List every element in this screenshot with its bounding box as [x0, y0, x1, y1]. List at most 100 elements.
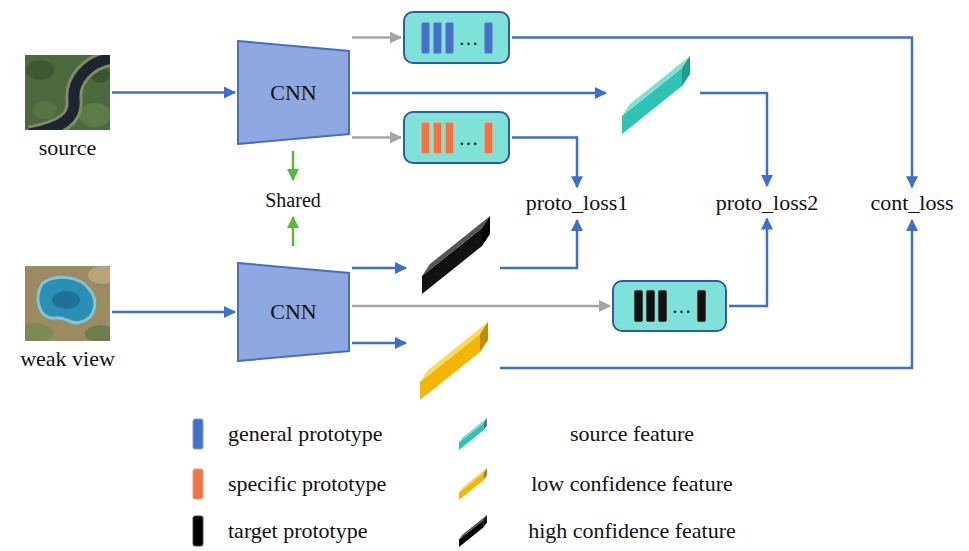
legend-label: source feature — [570, 421, 694, 446]
terrain-patch — [25, 323, 53, 341]
prototype-box: … — [403, 11, 510, 64]
prism-face — [484, 515, 487, 527]
legend-prism-swatch — [458, 467, 488, 501]
node-label: proto_loss1 — [526, 190, 629, 215]
node-label: weak view — [20, 346, 115, 371]
connector-arrow — [512, 38, 912, 188]
prototype-bar — [433, 122, 442, 154]
prototype-bar — [484, 22, 493, 54]
forest-patch — [79, 103, 110, 127]
node-label: CNN — [270, 299, 316, 324]
node-label: CNN — [270, 80, 316, 105]
legend-bar-swatch — [190, 418, 206, 450]
connector-arrow — [352, 136, 401, 139]
swatch-prism — [459, 418, 487, 450]
forest-patch — [33, 101, 57, 119]
cnn-outline — [238, 263, 349, 361]
bar-face — [480, 322, 488, 352]
prototype-box: … — [403, 111, 510, 164]
feature-arrow — [352, 92, 606, 95]
high-confidence-feature-bar — [422, 216, 490, 294]
node-label: … — [672, 296, 692, 316]
image-node: weak view — [20, 266, 115, 371]
cnn-block: CNN — [237, 262, 350, 362]
prototype-bar — [634, 290, 643, 322]
image-frame — [25, 55, 110, 130]
node-label: cont_loss — [870, 190, 953, 215]
terrain-patch — [85, 325, 110, 341]
prototype-bar — [433, 22, 442, 54]
loss-label: cont_loss — [870, 190, 953, 215]
connector-arrow — [352, 305, 610, 308]
prototype-bar — [421, 122, 430, 154]
prototype-bar — [445, 22, 454, 54]
shared-arrow — [292, 217, 295, 246]
lake-depth — [52, 291, 80, 309]
forest-patch — [26, 60, 54, 80]
image-frame — [25, 266, 110, 341]
prism-face — [459, 468, 487, 493]
prototype-box: … — [612, 280, 727, 332]
prototype-bar — [421, 22, 430, 54]
legend-prism-swatch — [458, 417, 488, 451]
node-label: source — [25, 135, 110, 160]
legend-label: low confidence feature — [531, 471, 733, 496]
weak-view-image — [25, 266, 110, 341]
swatch-bar — [193, 419, 203, 449]
loss-label: proto_loss1 — [526, 190, 629, 215]
bar-face — [482, 216, 490, 246]
source-feature-bar — [622, 56, 690, 134]
shared-arrow — [292, 151, 295, 180]
prototype-bar — [658, 290, 667, 322]
low-confidence-feature-bar — [420, 322, 488, 400]
connector-arrow — [112, 311, 235, 314]
prism-face — [459, 418, 487, 443]
terrain-patch — [88, 266, 110, 284]
connector-arrow — [729, 219, 767, 306]
legend-bar-swatch — [190, 515, 206, 547]
source-image — [25, 55, 110, 130]
prism-face — [459, 515, 487, 540]
prism-face — [459, 473, 484, 500]
legend-prism-swatch — [458, 514, 488, 548]
lake — [38, 277, 95, 323]
swatch-prism — [459, 468, 487, 500]
prism-face — [484, 468, 487, 480]
prism-face — [484, 418, 487, 430]
feature-arrow — [352, 342, 406, 345]
connector-arrow — [352, 36, 401, 39]
swatch-prism — [459, 515, 487, 547]
prism-face — [459, 520, 484, 547]
feature-arrow — [700, 93, 767, 186]
legend-label: general prototype — [228, 421, 383, 446]
bar-face — [422, 216, 490, 276]
legend-label: high confidence feature — [528, 518, 736, 543]
cnn-outline — [238, 41, 349, 144]
feature-arrow — [352, 267, 406, 270]
bar-face — [682, 56, 690, 86]
bar-face — [422, 228, 482, 294]
feature-arrow — [500, 220, 577, 268]
bar-face — [622, 56, 690, 116]
cnn-block: CNN — [237, 40, 350, 145]
prototype-bar — [697, 290, 706, 322]
node-label: … — [459, 28, 479, 48]
connector-arrow — [512, 138, 577, 188]
image-node: source — [25, 55, 110, 160]
river-bank — [30, 58, 110, 130]
feature-lines — [352, 93, 912, 368]
swatch-bar — [193, 469, 203, 499]
legend-label: specific prototype — [228, 471, 386, 496]
prototype-bar — [484, 122, 493, 154]
bar-face — [420, 322, 488, 382]
shared-label: Shared — [265, 189, 321, 212]
feature-arrow — [500, 220, 912, 368]
bar-face — [420, 334, 480, 400]
swatch-bar — [193, 516, 203, 546]
prototype-bar — [445, 122, 454, 154]
prototype-bar — [646, 290, 655, 322]
connector-arrow — [112, 91, 235, 94]
node-label: … — [459, 128, 479, 148]
